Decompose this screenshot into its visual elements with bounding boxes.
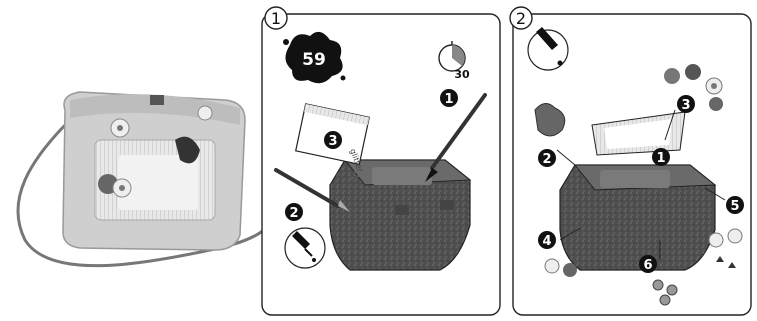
glue-bottle-icon <box>285 228 325 268</box>
panel-1: 1 59 30 1 <box>262 7 500 315</box>
step-2-marker: 2 <box>285 203 303 221</box>
flower-icon <box>111 119 129 137</box>
panel-1-number: 1 <box>271 9 281 28</box>
svg-text:1: 1 <box>656 151 665 166</box>
step-1-marker: 1 <box>440 89 458 107</box>
panel-2-number: 2 <box>516 9 526 28</box>
svg-text:5: 5 <box>730 199 739 214</box>
svg-text:3: 3 <box>328 134 337 149</box>
step-3-marker: 3 <box>677 95 695 113</box>
step-2-marker: 2 <box>538 149 556 167</box>
step-3-marker: 3 <box>324 131 342 149</box>
panel-2: 2 1 2 <box>510 7 751 315</box>
step-1-marker: 1 <box>652 148 670 166</box>
svg-text:1: 1 <box>444 92 453 107</box>
step-6-marker: 6 <box>639 255 657 273</box>
svg-text:3: 3 <box>681 98 690 113</box>
svg-text:2: 2 <box>289 206 298 221</box>
svg-text:4: 4 <box>542 234 551 249</box>
egg-carton <box>330 160 470 270</box>
step-5-marker: 5 <box>726 196 744 214</box>
finished-bag-image <box>18 92 276 266</box>
timer-label: 30 <box>454 68 470 81</box>
egg-carton <box>560 165 715 270</box>
step-4-marker: 4 <box>538 231 556 249</box>
svg-text:2: 2 <box>542 152 551 167</box>
svg-text:6: 6 <box>643 258 652 273</box>
dry-time-label: 59 <box>302 50 326 70</box>
